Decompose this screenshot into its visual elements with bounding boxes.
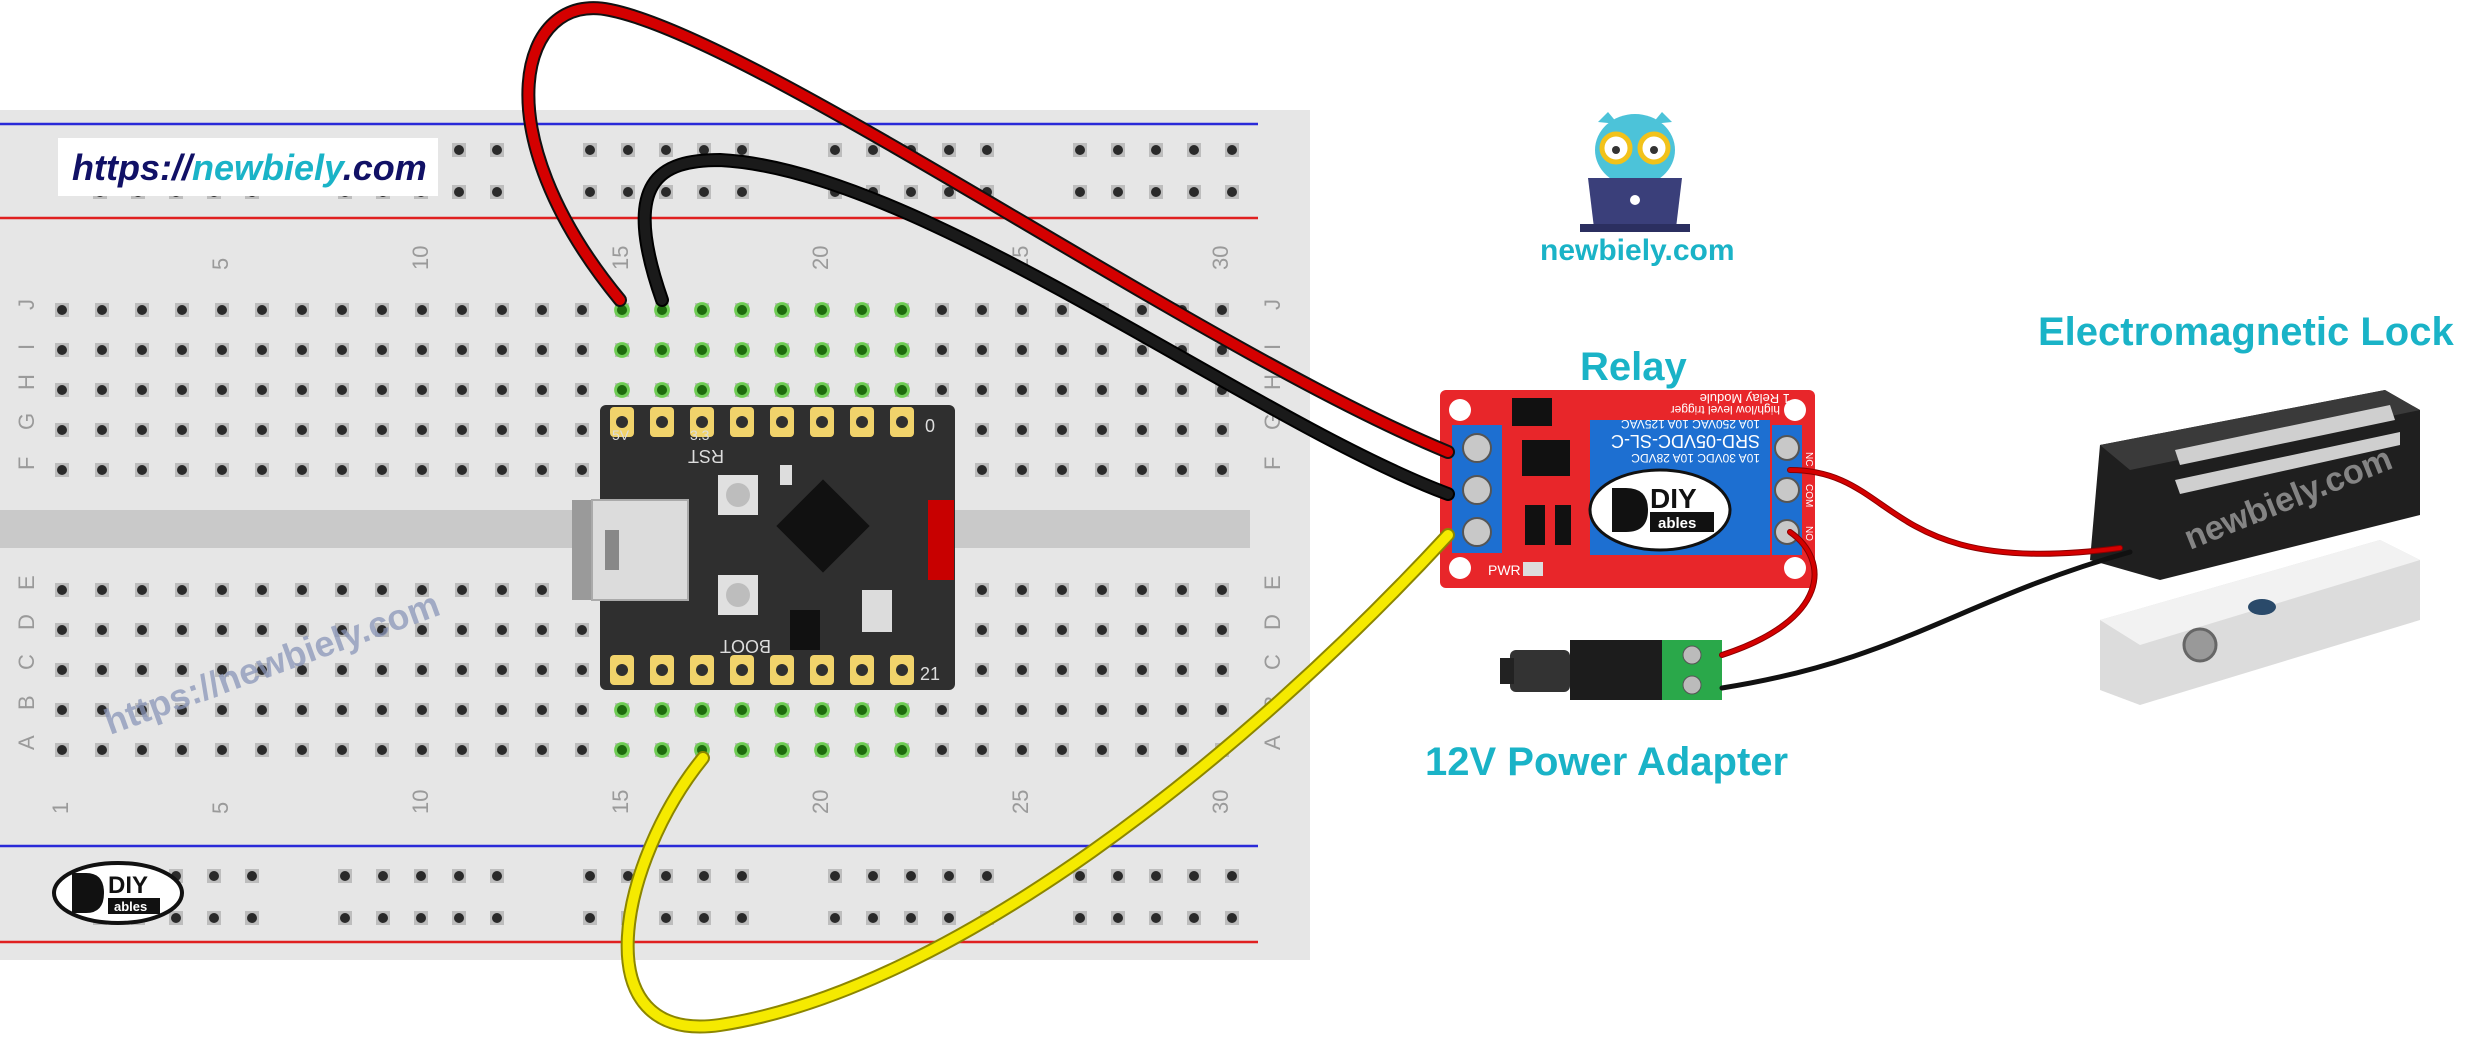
wire-black-adapter-lock (1719, 549, 2133, 691)
microcontroller-board: RST BOOT 0 21 5V 3.3 (572, 405, 955, 690)
silk-boot: BOOT (720, 636, 771, 656)
silk-pin-bottom: 21 (920, 664, 940, 684)
svg-text:https://newbiely.com: https://newbiely.com (72, 147, 427, 188)
url-prefix: https:// (72, 147, 196, 188)
url-badge: https://newbiely.com (58, 138, 438, 196)
row-letter: H (14, 374, 39, 390)
relay-model: SRD-05VDC-SL-C (1611, 431, 1760, 451)
column-number-top: 10 (408, 246, 433, 270)
relay-rating-1: 10A 250VAC 10A 125VAC (1621, 417, 1760, 431)
relay-nc: NC (1803, 452, 1814, 466)
row-letter: G (14, 413, 39, 430)
column-number-bottom: 30 (1208, 790, 1233, 814)
row-letter: J (14, 299, 39, 310)
row-letter: I (1260, 344, 1285, 350)
relay-pwr: PWR (1488, 562, 1521, 578)
column-number-bottom: 10 (408, 790, 433, 814)
relay-com: COM (1803, 484, 1814, 507)
column-number-top: 15 (608, 246, 633, 270)
row-letter: F (1260, 457, 1285, 470)
row-letter: D (14, 614, 39, 630)
relay-label: Relay (1580, 345, 1687, 389)
power-adapter-jack (1500, 640, 1722, 700)
relay-module: SRD-05VDC-SL-C 10A 250VAC 10A 125VAC 10A… (1440, 390, 1815, 588)
silk-5v: 5V (612, 427, 630, 443)
column-number-bottom: 25 (1008, 790, 1033, 814)
owl-laptop-icon (1580, 112, 1690, 232)
column-number-bottom: 20 (808, 790, 833, 814)
diy-ables-logo-icon: DIY ables (52, 861, 184, 925)
relay-title: 1 Relay Module (1700, 391, 1790, 406)
row-letter: E (1260, 575, 1285, 590)
column-number-bottom: 1 (48, 802, 73, 814)
url-suffix: .com (343, 147, 427, 188)
row-letter: C (1260, 654, 1285, 670)
breadboard-holes (55, 143, 1239, 925)
relay-diy-line2: ables (1658, 515, 1696, 532)
row-letter: A (1260, 735, 1285, 750)
relay-no: NO (1803, 526, 1814, 541)
column-number-bottom: 15 (608, 790, 633, 814)
adapter-label: 12V Power Adapter (1425, 740, 1788, 784)
column-number-top: 30 (1208, 246, 1233, 270)
relay-trigger: high/low level trigger (1671, 403, 1780, 417)
row-letter: H (1260, 374, 1285, 390)
url-brand: newbiely (192, 147, 346, 188)
diy-logo-line2: ables (114, 899, 147, 914)
occupied-holes (614, 302, 910, 758)
row-letter: F (14, 457, 39, 470)
silk-rst: RST (688, 446, 724, 466)
wires (521, 1, 2133, 1034)
row-letter: E (14, 575, 39, 590)
row-letter: A (14, 735, 39, 750)
row-letter: D (1260, 614, 1285, 630)
row-letter: B (14, 695, 39, 710)
row-letter: J (1260, 299, 1285, 310)
silk-pin-top: 0 (925, 416, 935, 436)
electromagnetic-lock: newbiely.com (2090, 390, 2420, 705)
column-number-top: 20 (808, 246, 833, 270)
column-number-top: 5 (208, 258, 233, 270)
logo-top-text: newbiely.com (1540, 234, 1735, 267)
silk-3v3: 3.3 (690, 427, 710, 443)
row-letter: I (14, 344, 39, 350)
row-letter: C (14, 654, 39, 670)
relay-rating-2: 10A 30VDC 10A 28VDC (1631, 451, 1760, 465)
relay-diy-line1: DIY (1650, 483, 1697, 514)
column-number-bottom: 5 (208, 802, 233, 814)
lock-label: Electromagnetic Lock (2038, 310, 2454, 354)
diy-logo-line1: DIY (108, 872, 148, 899)
